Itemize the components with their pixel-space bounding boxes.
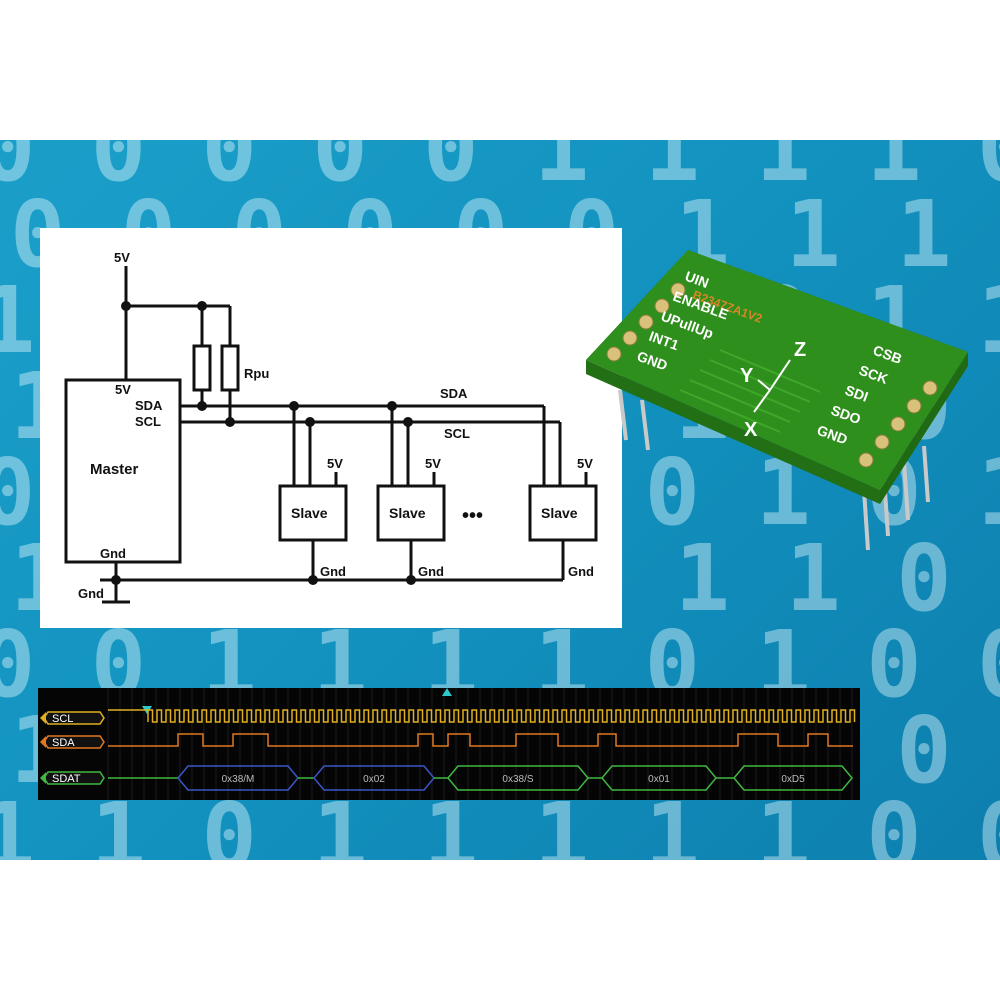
ellipsis-label: ••• [462,505,483,527]
channel-tag-sda[interactable]: SDA [40,735,105,749]
channel-tag-scl[interactable]: SCL [40,711,105,725]
decode-frame: 0x01 [601,765,717,791]
axis-z-label: Z [794,339,806,361]
channel-label: SDAT [52,773,81,785]
slave-label: Slave [541,505,578,521]
decode-frame-label: 0x38/S [502,774,533,785]
decode-frame: 0x38/S [447,765,589,791]
decode-frame-label: 0x38/M [222,774,255,785]
supply-5v-label: 5V [114,250,130,265]
bus-scl-label: SCL [444,426,470,441]
slave-gnd-label: Gnd [320,564,346,579]
pin-label-right: SDI [843,382,870,405]
decode-frame: 0x02 [313,765,435,791]
binary-row: 0 0 0 0 0 1 1 1 1 0 0 0 0 0 1 0 [0,140,1000,202]
scl-waveform [108,709,856,723]
master-5v-label: 5V [115,382,131,397]
decode-frame-label: 0xD5 [781,774,805,785]
i2c-schematic: 5V 5V SDA SCL Master Gnd Gnd Rpu SDA SCL… [64,250,598,604]
bus-sda-label: SDA [440,386,468,401]
ground-label: Gnd [78,586,104,601]
master-sda-label: SDA [135,398,163,413]
master-scl-label: SCL [135,414,161,429]
pin-label-left: UIN [683,268,711,291]
axis-x-label: X [744,419,758,441]
pcb-top [586,250,968,490]
slave-gnd-label: Gnd [418,564,444,579]
channel-label: SDA [52,737,75,749]
position-marker-icon [442,688,452,696]
slave-gnd-label: Gnd [568,564,594,579]
decode-frame: 0xD5 [733,765,853,791]
slave-5v-label: 5V [425,456,441,471]
binary-banner: 0 0 0 0 0 1 1 1 1 0 0 0 0 0 1 00 0 0 0 0… [0,140,1000,860]
pullup-label: Rpu [244,366,269,381]
logic-analyzer-panel: SCL SDA SDAT 0x38/M 0x02 [38,688,860,800]
sensor-breakout-board: B2347ZA1V2 UIN ENABLE UPullUp INT1 GND C… [580,240,980,560]
axis-y-label: Y [740,365,754,387]
slave-label: Slave [291,505,328,521]
slave-5v-label: 5V [577,456,593,471]
slave-5v-label: 5V [327,456,343,471]
sda-waveform [108,733,853,747]
channel-tag-sdat[interactable]: SDAT [40,771,105,785]
decode-frame: 0x38/M [177,765,299,791]
i2c-schematic-panel: 5V 5V SDA SCL Master Gnd Gnd Rpu SDA SCL… [40,228,622,628]
logic-analyzer-trace: SCL SDA SDAT 0x38/M 0x02 [40,688,856,800]
master-gnd-label: Gnd [100,546,126,561]
slave-label: Slave [389,505,426,521]
decode-frame-label: 0x01 [648,774,670,785]
decode-frame-label: 0x02 [363,774,385,785]
master-label: Master [90,461,139,478]
sensor-board-illustration: B2347ZA1V2 UIN ENABLE UPullUp INT1 GND C… [586,250,968,551]
channel-label: SCL [52,713,73,725]
